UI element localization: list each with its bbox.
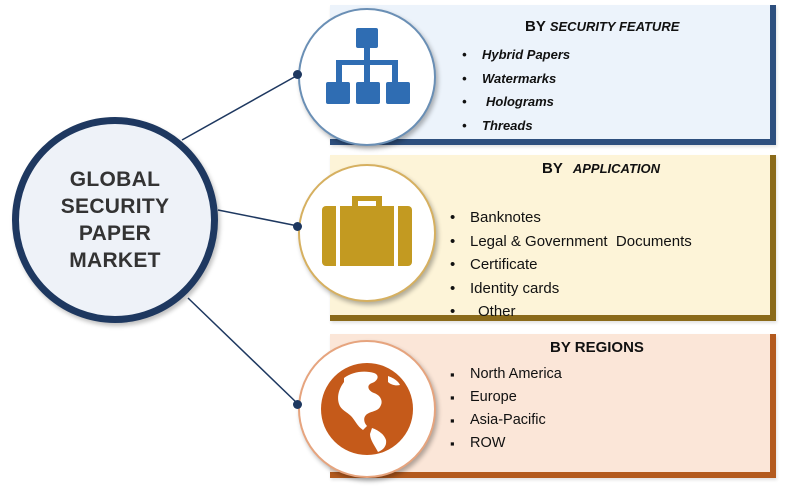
hierarchy-icon: [326, 28, 410, 104]
regions-list: North America Europe Asia-Pacific ROW: [450, 363, 562, 455]
list-item: Watermarks: [462, 67, 570, 91]
security-heading-text: SECURITY FEATURE: [549, 19, 680, 34]
list-item: Identity cards: [450, 277, 692, 301]
hub-title: GLOBAL SECURITY PAPER MARKET: [60, 168, 170, 272]
connector-regions: [187, 297, 299, 405]
list-item: Holograms: [462, 90, 570, 114]
list-item: Hybrid Papers: [462, 43, 570, 67]
list-item: Other: [450, 300, 692, 324]
regions-heading-text: BY REGIONS: [550, 339, 644, 356]
list-item: Certificate: [450, 253, 692, 277]
connector-security: [181, 74, 299, 141]
list-item: Banknotes: [450, 206, 692, 230]
globe-icon: [321, 363, 413, 455]
security-feature-list: Hybrid Papers Watermarks Holograms Threa…: [462, 43, 570, 137]
connector-application: [217, 209, 299, 227]
briefcase-icon: [322, 196, 412, 266]
connector-dot: [293, 222, 302, 231]
application-badge: [298, 164, 436, 302]
application-heading-prefix: BY: [542, 160, 563, 177]
connector-dot: [293, 400, 302, 409]
list-item: North America: [450, 363, 562, 386]
security-heading-prefix: BY: [525, 18, 546, 35]
list-item: Asia-Pacific: [450, 409, 562, 432]
connector-dot: [293, 70, 302, 79]
market-hub-circle: GLOBAL SECURITY PAPER MARKET: [12, 117, 218, 323]
regions-heading: BY REGIONS: [550, 339, 644, 356]
application-heading: BY APPLICATION: [542, 160, 660, 177]
list-item: Legal & Government Documents: [450, 230, 692, 254]
security-feature-badge: [298, 8, 436, 146]
regions-badge: [298, 340, 436, 478]
list-item: ROW: [450, 432, 562, 455]
list-item: Europe: [450, 386, 562, 409]
list-item: Threads: [462, 114, 570, 138]
application-list: Banknotes Legal & Government Documents C…: [450, 206, 692, 324]
application-heading-text: APPLICATION: [572, 161, 660, 176]
